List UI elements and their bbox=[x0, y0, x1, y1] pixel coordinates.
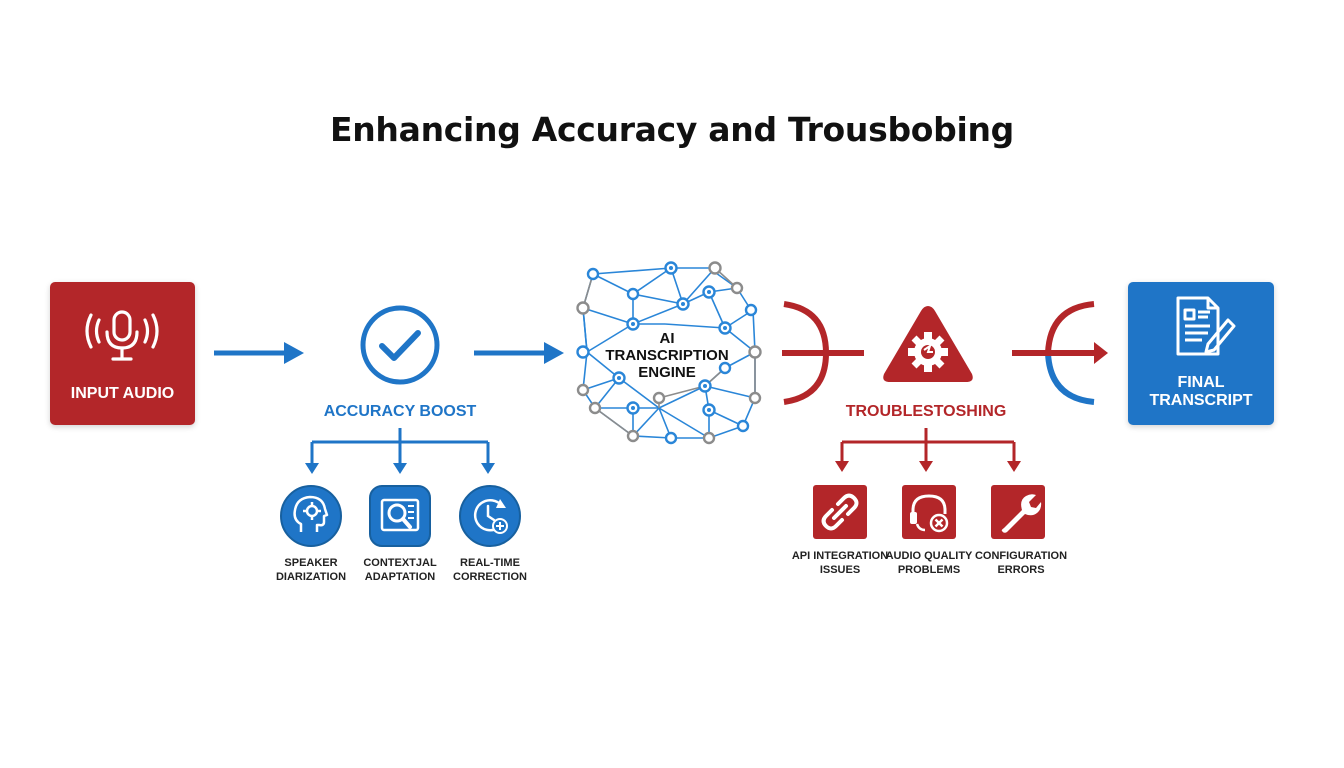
speaker-diarization-label: SPEAKER DIARIZATION bbox=[275, 557, 347, 583]
arrow-troubleshooting-to-final bbox=[1012, 301, 1108, 405]
head-gear-icon bbox=[280, 485, 342, 547]
document-pen-icon bbox=[1176, 296, 1236, 356]
input-audio-label: INPUT AUDIO bbox=[70, 385, 175, 402]
chain-link-icon bbox=[813, 485, 867, 539]
warning-gear-icon bbox=[883, 306, 973, 382]
arrow-input-to-accuracy bbox=[214, 342, 304, 364]
accuracy-boost-title: ACCURACY BOOST bbox=[323, 403, 477, 420]
real-time-correction-label: REAL-TIME CORRECTION bbox=[453, 557, 527, 583]
final-transcript-label: FINAL TRANSCRIPT bbox=[1149, 374, 1253, 409]
api-integration-issues-label: API INTEGRATION ISSUES bbox=[791, 550, 889, 576]
ai-engine-label: AI TRANSCRIPTION ENGINE bbox=[605, 330, 729, 381]
final-transcript-box: FINAL TRANSCRIPT bbox=[1128, 282, 1274, 425]
diagram-title: Enhancing Accuracy and Trousbobing bbox=[329, 110, 1014, 149]
checkmark-circle-icon bbox=[360, 305, 440, 385]
configuration-errors-label: CONFIGURATION ERRORS bbox=[974, 550, 1068, 576]
headset-error-icon bbox=[902, 485, 956, 539]
accuracy-branch-connector bbox=[305, 428, 495, 474]
wrench-icon bbox=[991, 485, 1045, 539]
microphone-icon bbox=[85, 310, 159, 361]
arrow-engine-to-troubleshooting bbox=[782, 301, 864, 405]
arrow-accuracy-to-engine bbox=[474, 342, 564, 364]
troubleshooting-title: TROUBLESTOSHING bbox=[845, 403, 1007, 420]
contextual-adaptation-label: CONTEXTJAL ADAPTATION bbox=[363, 557, 437, 583]
clock-plus-icon bbox=[459, 485, 521, 547]
neural-network-icon bbox=[576, 261, 762, 445]
document-magnifier-icon bbox=[369, 485, 431, 547]
audio-quality-problems-label: AUDIO QUALITY PROBLEMS bbox=[885, 550, 973, 576]
troubleshooting-branch-connector bbox=[835, 428, 1021, 472]
input-audio-box: INPUT AUDIO bbox=[50, 282, 195, 425]
